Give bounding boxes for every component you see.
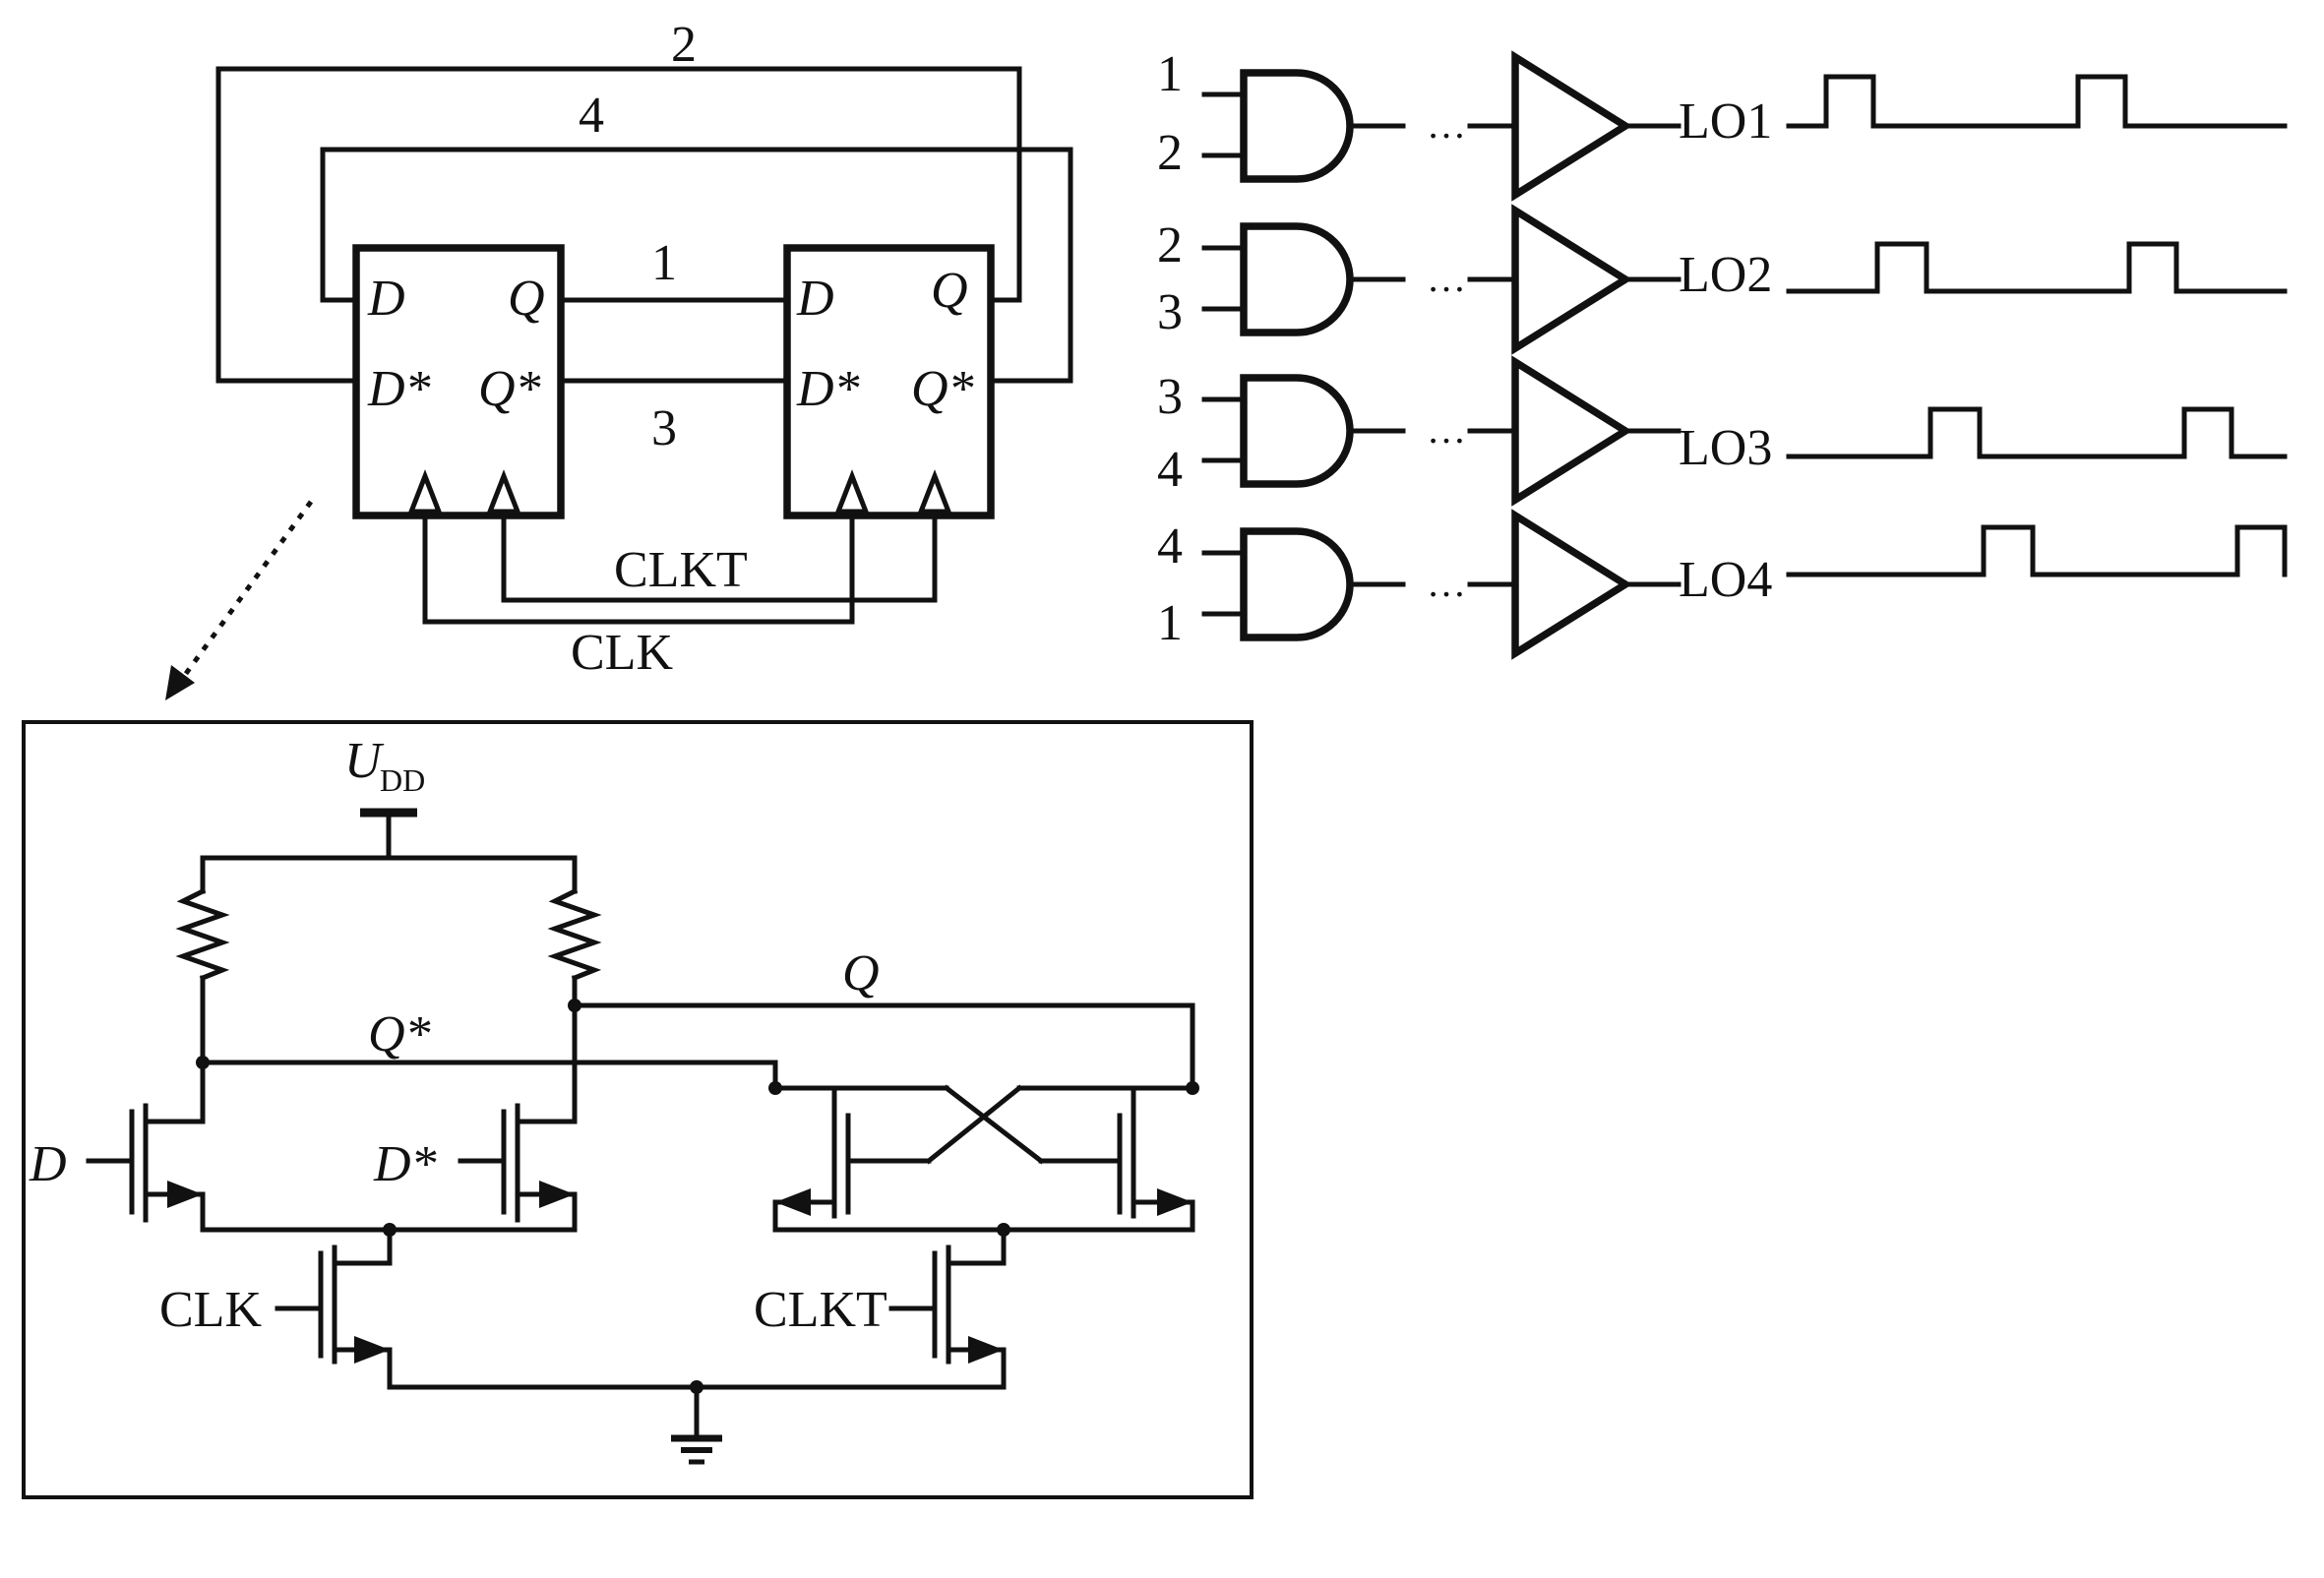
ff1-clock-triangle-b [486,469,521,515]
row3-input-b: 4 [1157,442,1183,498]
ff2-qn-label: Q* [911,361,974,417]
ff1-clock-triangle-a [407,469,443,515]
gate-row-3: 3 4 … LO3 [1157,355,2288,507]
net-2-label: 2 [671,17,697,73]
row2-output-label: LO2 [1679,247,1772,303]
clk-label: CLK [571,625,673,681]
row1-input-b: 2 [1157,125,1183,181]
row1-input-a: 1 [1157,46,1183,102]
row3-output-label: LO3 [1679,420,1772,476]
gate-row-2: 2 3 … LO2 [1157,204,2288,355]
row3-input-a: 3 [1157,369,1183,425]
latch-clk-label: CLK [159,1282,262,1338]
latch-qn-label: Q* [368,1006,431,1062]
latch-d-label: D [29,1136,67,1192]
cross-wire-a [925,1084,1023,1165]
load-resistor-right [547,887,602,982]
cross-wire-b [943,1084,1045,1165]
buffer-4 [1511,509,1633,660]
row1-output-label: LO1 [1679,93,1772,150]
ff1-d-label: D [367,271,405,327]
ff1-qn-label: Q* [478,361,541,417]
row4-output-label: LO4 [1679,552,1772,608]
cross-coupled-left [772,1085,932,1233]
ground-icon [671,1384,722,1465]
row4-input-a: 4 [1157,518,1183,575]
row4-ellipsis: … [1427,561,1466,605]
clkt-wire [501,509,938,603]
net-1-label: 1 [651,235,677,291]
nmos-d [86,1060,206,1233]
row2-input-a: 2 [1157,217,1183,273]
divider-block: D Q D* Q* D Q D* Q* 1 3 2 4 CLKT CLK [165,17,1073,700]
zoom-arrow-head [165,665,195,700]
latch-clkt-label: CLKT [754,1282,887,1338]
buffer-2 [1511,204,1633,355]
row4-input-b: 1 [1157,595,1183,651]
nmos-dn [458,1103,578,1233]
udd-label: U [344,733,385,789]
and-gate-bank: 1 2 … LO1 2 3 … LO2 [1157,46,2288,660]
and-gate-2 [1240,222,1354,336]
row2-input-b: 3 [1157,284,1183,340]
ff2-clock-triangle-b [917,469,952,515]
net-3-label: 3 [651,400,677,456]
ff2-dn-label: D* [796,361,860,417]
and-gate-3 [1240,374,1354,488]
and-gate-1 [1240,69,1354,183]
zoom-arrow-dotted [182,500,314,677]
row2-ellipsis: … [1427,256,1466,300]
clk-wire [422,509,855,625]
buffer-1 [1511,50,1633,202]
ff1-dn-label: D* [367,361,431,417]
latch-frame [22,720,1254,1499]
udd-subscript: DD [380,762,425,798]
net-4-label: 4 [579,88,604,144]
load-resistor-left [175,887,230,982]
ff2-q-label: Q [931,263,968,319]
row3-ellipsis: … [1427,407,1466,452]
cross-coupled-right [1038,1085,1195,1233]
net-2-feedback-wire [215,66,1022,384]
row1-ellipsis: … [1427,102,1466,147]
lo3-waveform [1786,406,2288,459]
ff2-clock-triangle-a [834,469,870,515]
nmos-clk [275,1227,393,1390]
gate-row-4: 4 1 … LO4 [1157,509,2288,660]
lo1-waveform [1786,74,2288,129]
lo2-waveform [1786,241,2288,294]
clkt-label: CLKT [614,542,748,598]
ff2-d-label: D [796,271,834,327]
nmos-clkt [888,1227,1007,1390]
latch-dn-label: D* [373,1136,437,1192]
net-4-feedback-wire [320,147,1073,384]
buffer-3 [1511,355,1633,507]
latch-schematic: U DD Q* Q [22,720,1254,1499]
latch-q-label: Q [842,945,880,1001]
gate-row-1: 1 2 … LO1 [1157,46,2288,202]
and-gate-4 [1240,527,1354,641]
lo4-waveform [1786,524,2288,577]
ff1-q-label: Q [508,271,545,327]
